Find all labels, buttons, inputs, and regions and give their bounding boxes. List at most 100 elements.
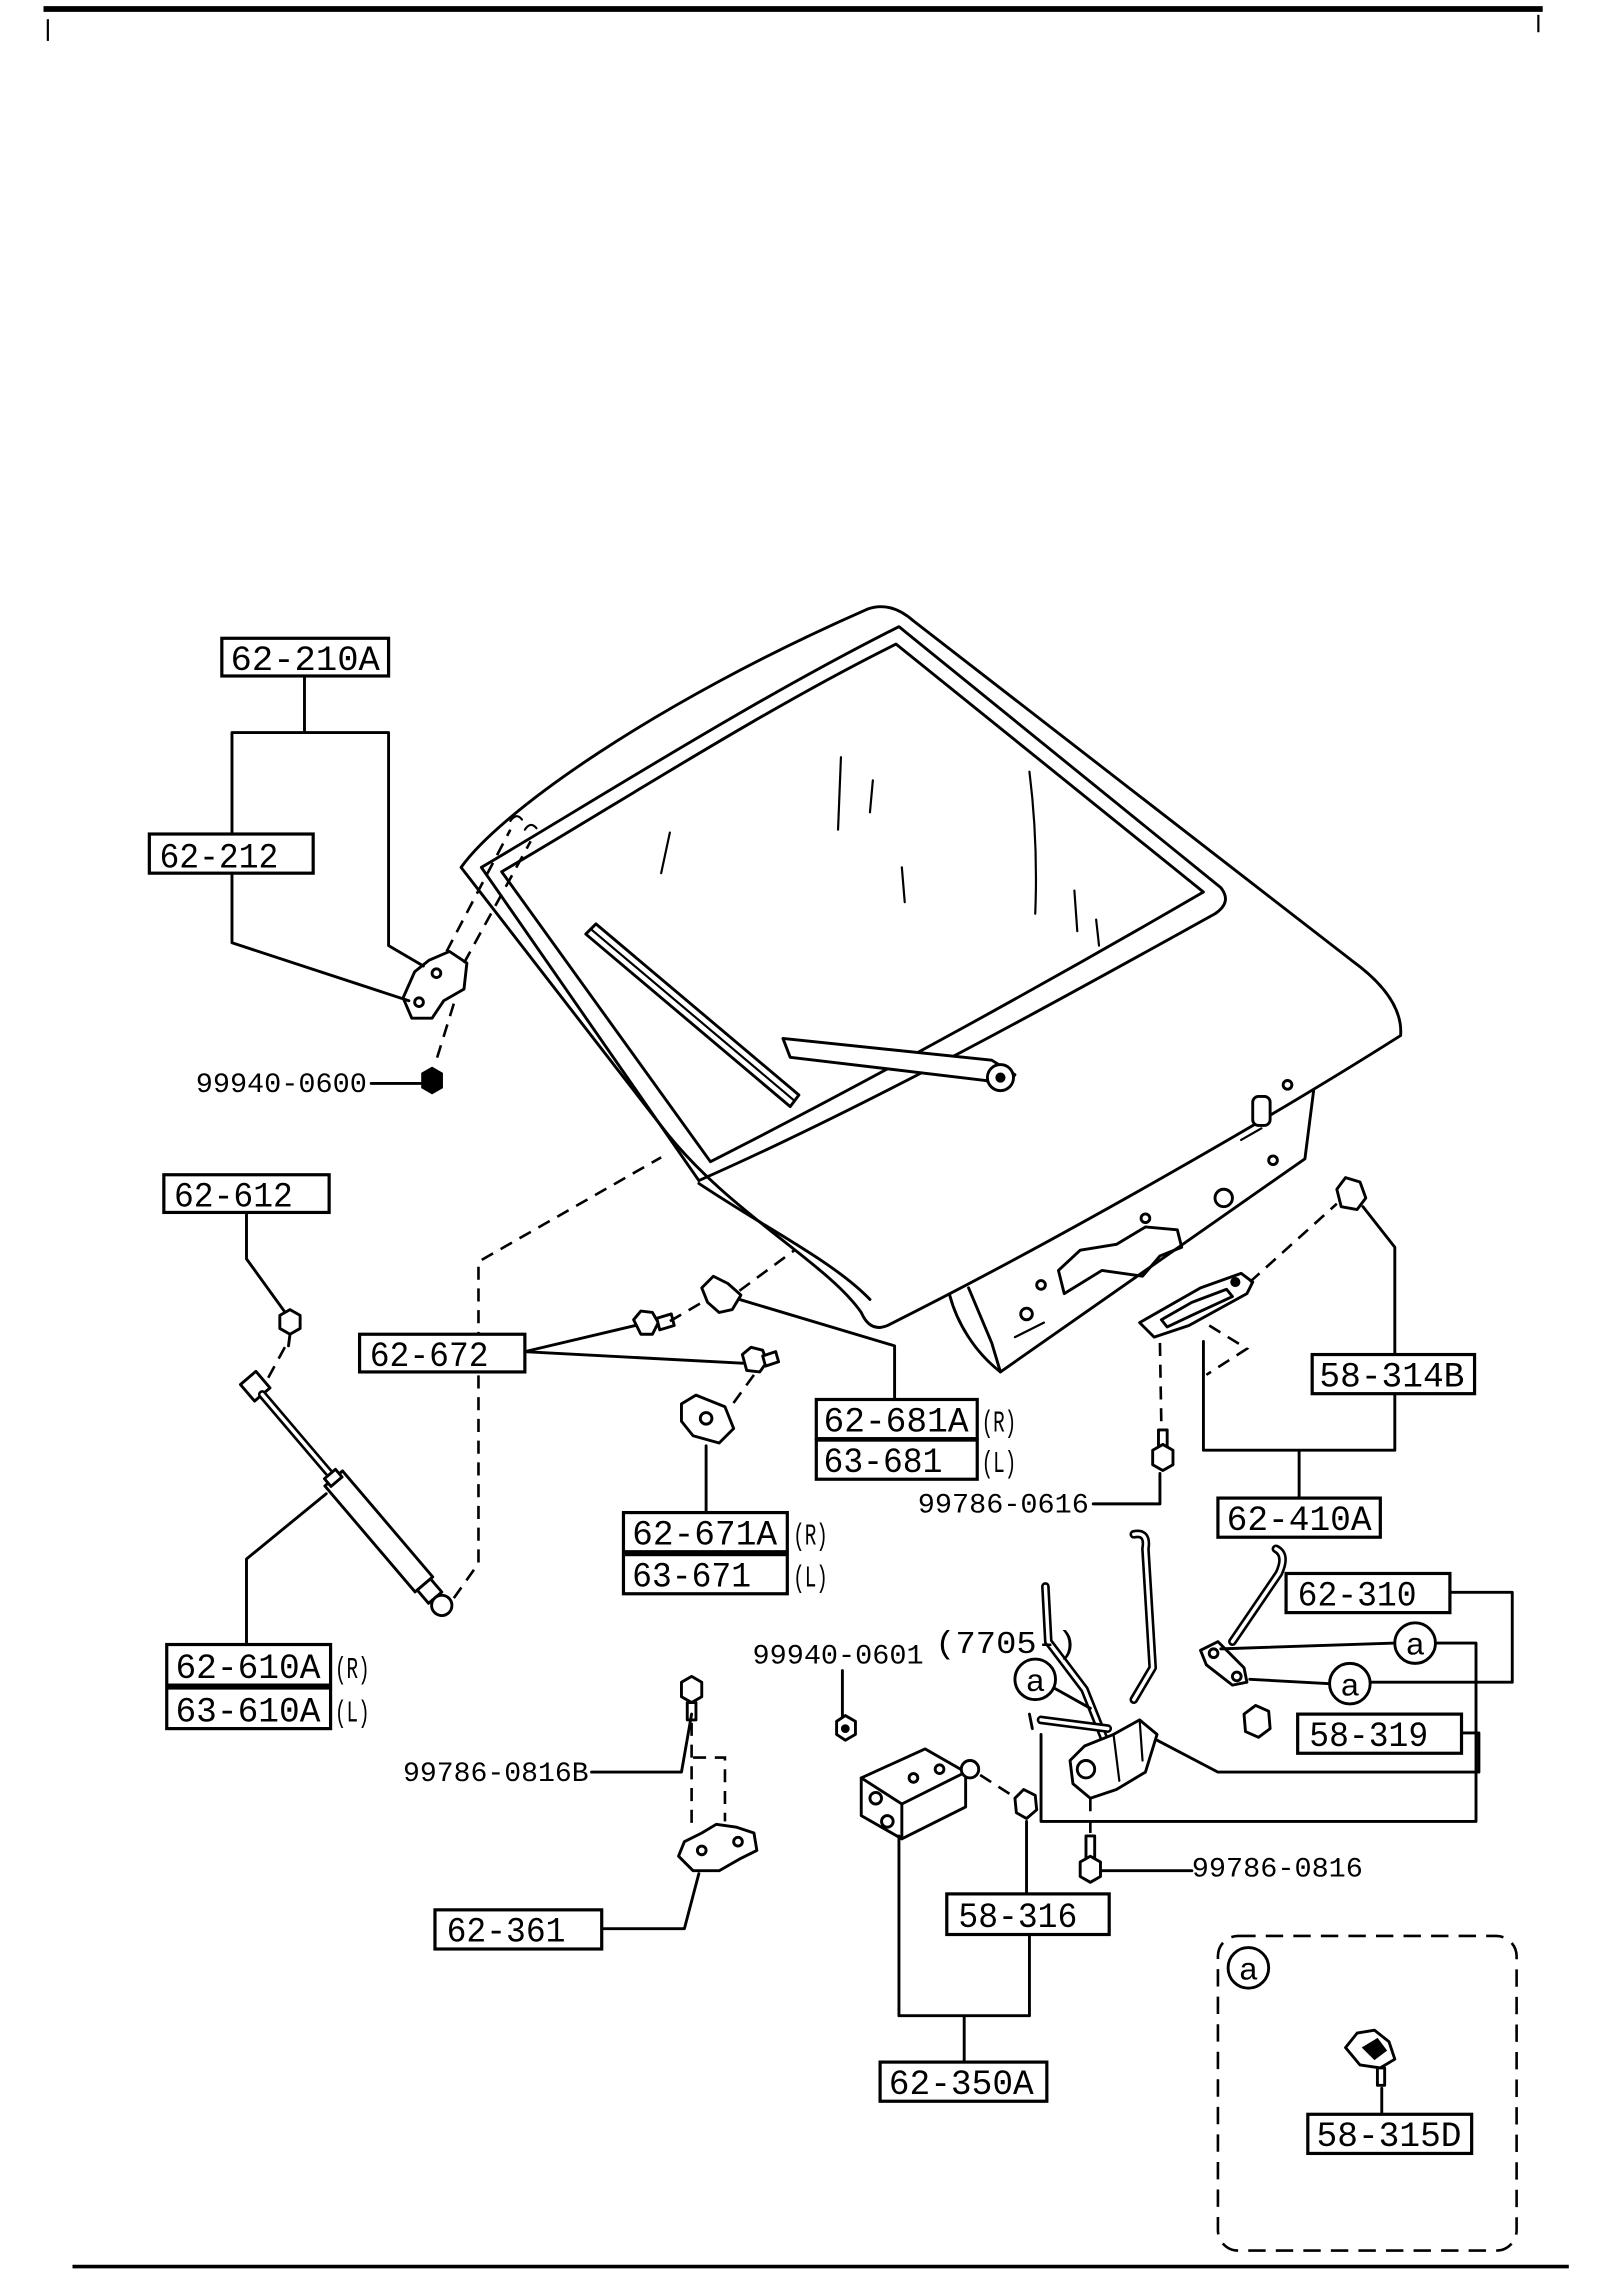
callout-box (357, 1332, 527, 1374)
serial-range-note: (7705-) (935, 1626, 1077, 1663)
callout-62-410A: 62-410A (1216, 1496, 1382, 1541)
rear-panel-recess (1056, 1225, 1184, 1296)
lamp-bulb (1230, 1276, 1241, 1288)
callout-box (165, 1642, 333, 1687)
reflection-line (868, 779, 874, 814)
strut-dash-line (267, 1345, 287, 1379)
lamp-lens (1159, 1287, 1234, 1329)
callout-box (162, 1173, 331, 1215)
callout-box (621, 1553, 789, 1596)
bolt-99786-0816 (1078, 1834, 1102, 1884)
callout-text: 58-316 (958, 1899, 1077, 1938)
latch-detail (1112, 1718, 1144, 1782)
striker-hole (732, 1835, 744, 1848)
panel-hole (1281, 1079, 1294, 1091)
strut-ball-socket (430, 1593, 454, 1618)
callout-box (1216, 1496, 1382, 1539)
callout-62-310: 62-310 (1284, 1571, 1452, 1616)
panel-slot (1251, 1095, 1272, 1127)
strut-rod-core (260, 1392, 336, 1481)
actuator-edge (859, 1770, 968, 1841)
leader-line-ref-a-left (1052, 1686, 1092, 1710)
wiper-arm (781, 1037, 1017, 1091)
callout-63-681: 63-681 (L) (814, 1438, 1017, 1483)
clip-58-316 (1013, 1788, 1039, 1820)
callout-58-319: 58-319 (1296, 1712, 1464, 1757)
detail-ref-marker-left: a (1013, 1657, 1057, 1702)
panel-rib (1013, 1127, 1263, 1339)
ball-stud-shank (287, 1332, 292, 1348)
rear-panel (948, 1079, 1316, 1374)
callout-box (1310, 1352, 1477, 1396)
callout-62-612: 62-612 (162, 1173, 331, 1218)
bracket-hole (698, 1411, 714, 1426)
ball-stud-bolt (278, 1308, 302, 1336)
detail-ref-marker-upper: a (1393, 1621, 1437, 1665)
ref-letter: a (1406, 1626, 1424, 1662)
bolt-head (632, 1309, 660, 1336)
callout-text: 62-361 (447, 1914, 566, 1953)
callout-box (433, 1908, 604, 1951)
leader-line-62-681A (738, 1297, 897, 1401)
callout-99940-0601: 99940-0601 (753, 1641, 924, 1672)
side-mark-left: (L) (982, 1448, 1017, 1482)
bolt-shank (761, 1350, 781, 1368)
lever-pivot (1230, 1670, 1243, 1683)
leader-line-62-212 (230, 871, 411, 1003)
rear-wiper (584, 922, 1017, 1109)
side-mark-left: (L) (793, 1563, 828, 1597)
latch-linkage (1027, 1529, 1287, 1800)
side-mark-left: (L) (335, 1697, 370, 1731)
bolt-99786-0816B (680, 1674, 704, 1722)
callout-text: 62-410A (1227, 1502, 1372, 1541)
bolt-62-672-upper (632, 1309, 676, 1336)
hinge-bolt-hole (413, 996, 425, 1009)
lamp-dash-line (1248, 1202, 1338, 1284)
hinge-bolt-hole (430, 967, 443, 980)
reflection-line (1095, 918, 1101, 947)
hinge-nut (421, 1066, 443, 1095)
detail-view: a 58-315D (1216, 1934, 1518, 2252)
callout-box (621, 1510, 789, 1554)
ref-circle (1328, 1661, 1372, 1706)
wiper-blade-rubber (590, 928, 796, 1102)
reflection-line (1028, 770, 1038, 915)
reflection-line (836, 756, 843, 831)
callout-box (1296, 1712, 1464, 1755)
bracket-dash-line (669, 1299, 706, 1323)
actuator-shaft (959, 1759, 981, 1780)
callout-box (814, 1438, 979, 1481)
hinge-dash-line (433, 1003, 456, 1065)
actuator-screw (933, 1763, 946, 1776)
hinge-dash-line (445, 829, 512, 953)
ref-letter: a (1026, 1662, 1044, 1698)
callout-text: 58-314B (1319, 1358, 1464, 1397)
nut-bore (840, 1724, 850, 1733)
liftgate (459, 605, 1403, 1374)
striker-hole (695, 1844, 708, 1857)
reflection-line (900, 866, 906, 904)
bolt-head (1078, 1854, 1102, 1884)
callout-text: 62-671A (632, 1516, 777, 1555)
lock-rod-core (1043, 1584, 1107, 1742)
wiper-pivot-cap (995, 1072, 1006, 1083)
clip-58-315D (1344, 2028, 1397, 2087)
leader-line-62-410A (1201, 1340, 1397, 1500)
bolt-head (1151, 1442, 1175, 1472)
callout-63-671: 63-671 (L) (621, 1553, 828, 1598)
leader-lines (230, 674, 1514, 2064)
nut-99940-0601 (835, 1714, 857, 1742)
strut-collar (322, 1467, 344, 1488)
bracket-62-681A (700, 1274, 743, 1314)
glass-frame-inner (500, 642, 1205, 1164)
bracket-dash-line (738, 1249, 796, 1292)
rear-panel-outline (948, 1089, 1316, 1374)
side-mark-right: (R) (793, 1520, 828, 1554)
latch-bracket (1068, 1718, 1159, 1800)
striker-dash-line (693, 1756, 727, 1822)
leader-line-99786-0816B (590, 1712, 694, 1774)
leader-line-62-610A (245, 1492, 328, 1646)
actuator-screw (868, 1790, 883, 1806)
clip-58-314B (1335, 1176, 1368, 1211)
